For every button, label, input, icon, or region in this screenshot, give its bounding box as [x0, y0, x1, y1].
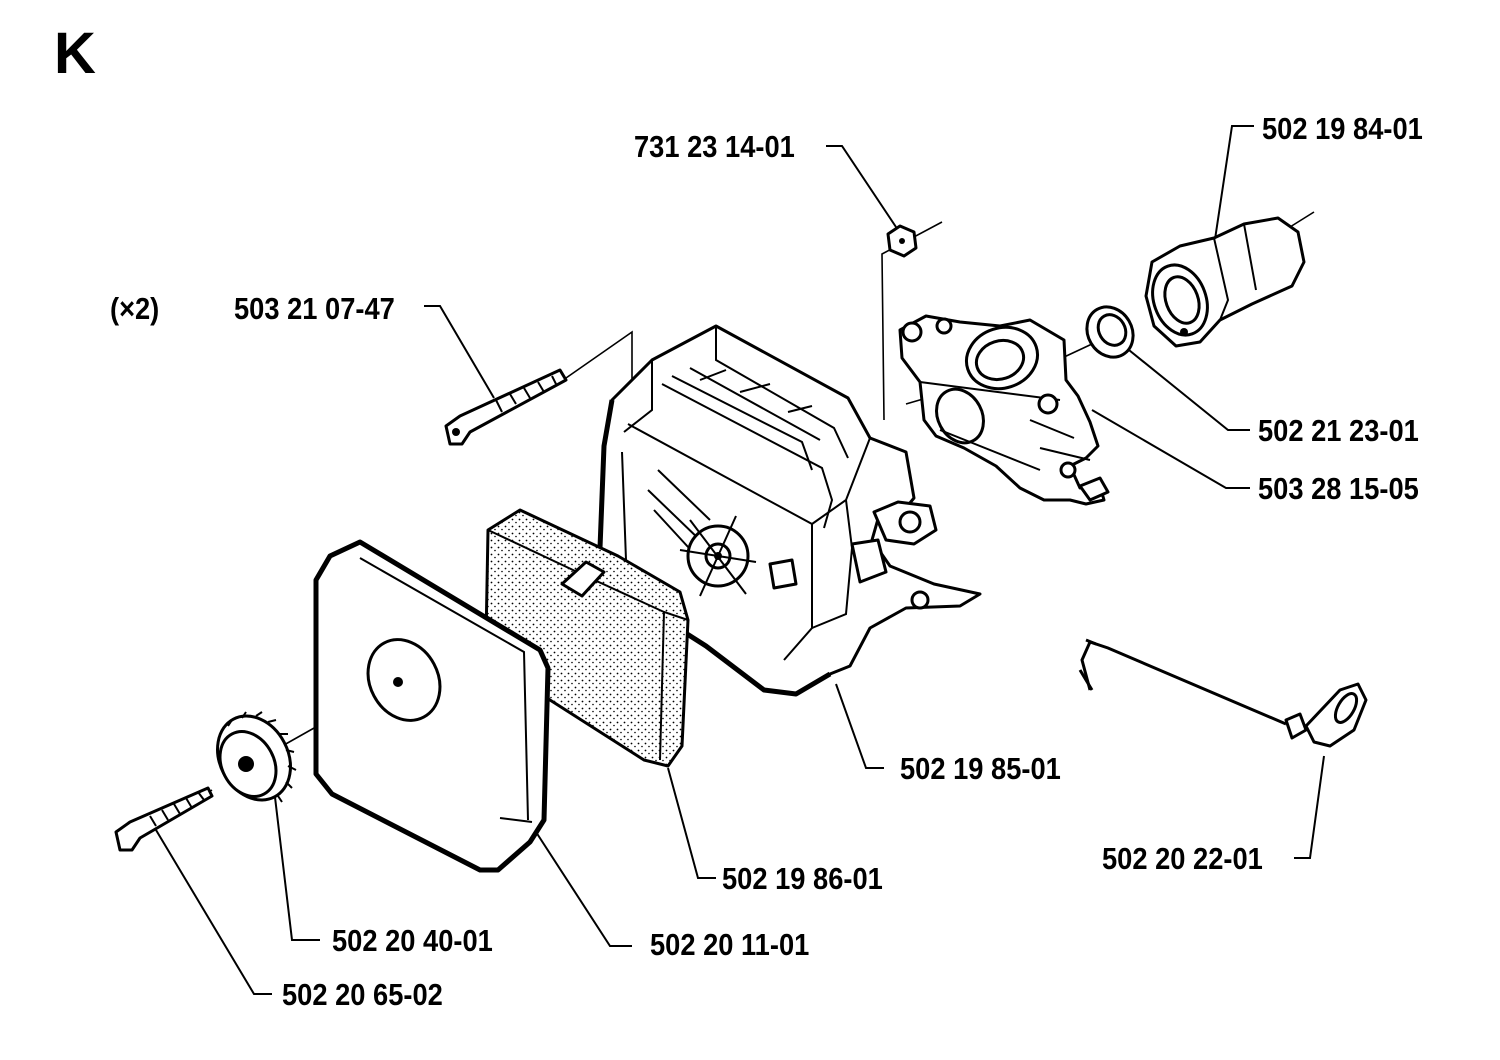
callout-knob: 502 20 40-01: [332, 923, 493, 958]
leader-lines: [155, 125, 1325, 995]
sheet-letter: K: [54, 21, 96, 86]
axis-nut: [881, 221, 943, 421]
callout-filter-element: 502 19 86-01: [722, 861, 883, 896]
carburetor: [898, 314, 1110, 506]
axis-carb-gasket: [1061, 343, 1093, 359]
choke-rod: [1078, 638, 1368, 748]
quantity-note: (×2): [110, 291, 160, 326]
leader-screw: [155, 829, 272, 995]
callout-filter-cover: 502 20 11-01: [650, 927, 810, 962]
leader-element: [667, 767, 716, 879]
air-filter-cover: [313, 539, 551, 873]
air-filter-housing: [597, 324, 982, 697]
intake-adapter: [1144, 216, 1306, 348]
gasket-ring: [1085, 305, 1135, 359]
callout-filter-housing: 502 19 85-01: [900, 751, 1061, 786]
leader-rod: [1294, 755, 1325, 859]
leader-gasket: [1123, 345, 1250, 431]
leader-housing: [835, 683, 884, 769]
housing-bolt: [444, 368, 568, 446]
callout-gasket: 502 21 23-01: [1258, 413, 1419, 448]
callout-rod: 502 20 22-01: [1102, 841, 1263, 876]
callout-intake: 502 19 84-01: [1262, 111, 1423, 146]
filter-knob: [216, 711, 297, 803]
callout-screw: 502 20 65-02: [282, 977, 443, 1012]
leader-knob: [271, 771, 320, 941]
callout-bolt: 503 21 07-47: [234, 291, 395, 326]
cover-screw: [114, 786, 214, 852]
leader-intake: [1213, 125, 1254, 247]
leader-cover: [535, 831, 632, 947]
hex-nut: [886, 224, 918, 258]
leader-bolt: [424, 305, 495, 399]
leader-nut: [826, 145, 903, 237]
callout-nut: 731 23 14-01: [634, 129, 795, 164]
leader-carburetor: [1091, 409, 1250, 489]
callout-carburetor: 503 28 15-05: [1258, 471, 1419, 506]
